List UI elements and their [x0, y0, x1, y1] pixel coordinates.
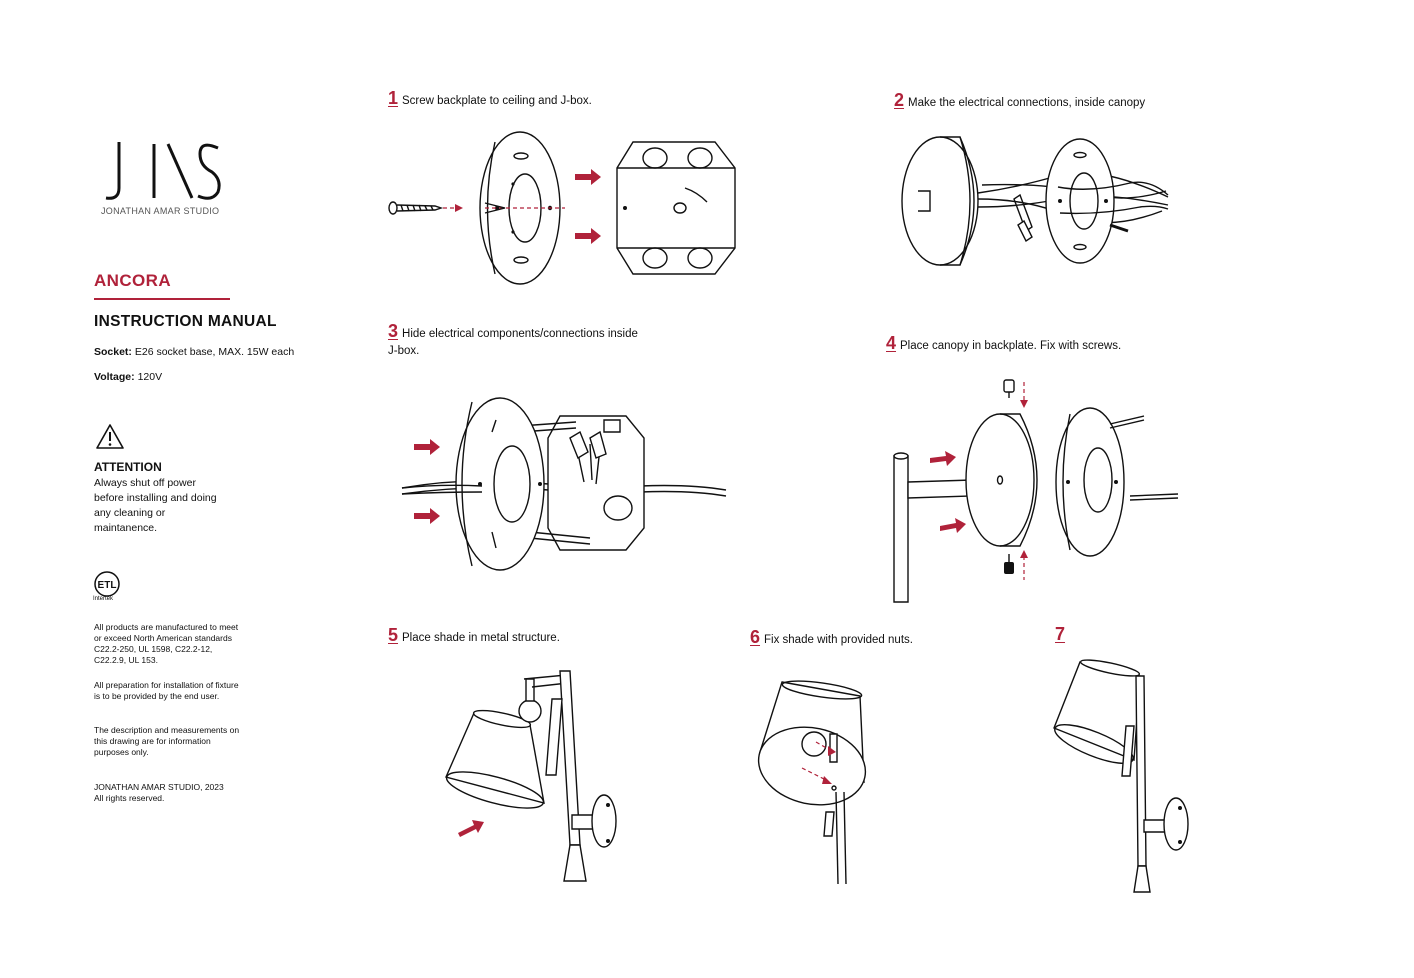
- step-5-illustration: [440, 665, 630, 895]
- step-3-text: Hide electrical components/connections i…: [388, 328, 638, 357]
- voltage-spec: Voltage: 120V: [94, 371, 162, 383]
- title-divider: [94, 298, 230, 300]
- step-5-text: Place shade in metal structure.: [402, 632, 560, 644]
- step-3-illustration: [400, 392, 730, 572]
- socket-value: E26 socket base, MAX. 15W each: [134, 346, 295, 358]
- step-6-illustration: [752, 672, 882, 887]
- attention-title: ATTENTION: [94, 460, 162, 474]
- voltage-value: 120V: [137, 371, 163, 383]
- step-5-number: 5: [388, 625, 399, 645]
- step-7-number: 7: [1055, 624, 1066, 644]
- step-7-illustration: [1050, 656, 1195, 896]
- preparation-note: All preparation for installation of fixt…: [94, 680, 239, 701]
- socket-spec: Socket: E26 socket base, MAX. 15W each: [94, 346, 294, 358]
- step-4-number: 4: [886, 333, 897, 353]
- voltage-label: Voltage:: [94, 371, 135, 383]
- studio-name: JONATHAN AMAR STUDIO: [101, 206, 220, 216]
- step-2-number: 2: [894, 90, 905, 110]
- step-1-illustration: [385, 128, 745, 288]
- svg-text:ETL: ETL: [98, 580, 117, 591]
- brand-logo: [105, 142, 221, 200]
- step-2-illustration: [900, 135, 1175, 275]
- etl-certification-mark: ETL: [94, 571, 120, 597]
- attention-text: Always shut off power before installing …: [94, 477, 217, 534]
- step-2-text: Make the electrical connections, inside …: [908, 97, 1146, 109]
- certification-label: Intertek: [93, 596, 114, 602]
- step-4-illustration: [888, 376, 1178, 606]
- copyright-line-1: JONATHAN AMAR STUDIO, 2023: [94, 782, 224, 792]
- step-3-number: 3: [388, 321, 399, 341]
- document-title: INSTRUCTION MANUAL: [94, 313, 277, 330]
- standards-note: All products are manufactured to meet or…: [94, 622, 239, 665]
- socket-label: Socket:: [94, 346, 132, 358]
- copyright-line-2: All rights reserved.: [94, 793, 165, 803]
- disclaimer-note: The description and measurements on this…: [94, 725, 240, 757]
- step-6-text: Fix shade with provided nuts.: [764, 634, 913, 646]
- step-1-number: 1: [388, 88, 399, 108]
- step-4-text: Place canopy in backplate. Fix with scre…: [900, 340, 1122, 352]
- product-name: ANCORA: [94, 271, 172, 290]
- step-7-heading: 7: [1055, 624, 1069, 645]
- step-1-text: Screw backplate to ceiling and J-box.: [402, 95, 592, 107]
- warning-triangle-icon: [96, 424, 124, 449]
- step-6-number: 6: [750, 627, 761, 647]
